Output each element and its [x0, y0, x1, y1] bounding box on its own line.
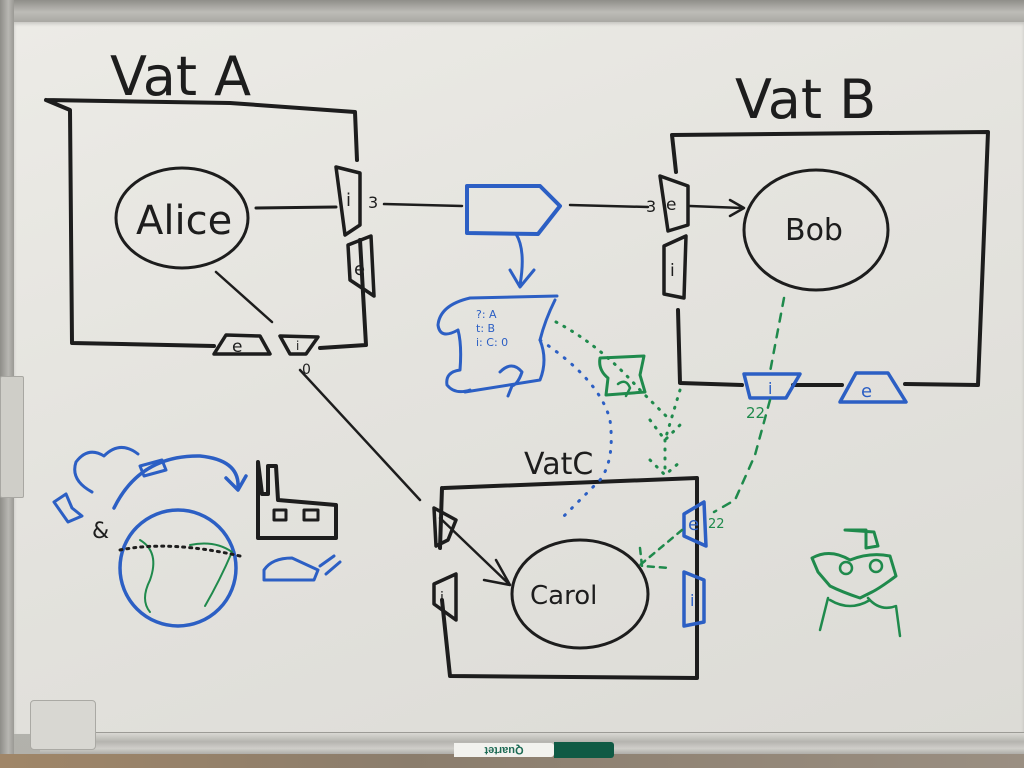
- svg-text:e: e: [232, 337, 242, 357]
- vat-c-title: VatC: [524, 447, 593, 482]
- scroll-to-carol-dotted-green: [554, 320, 682, 477]
- factory-icon: [256, 460, 338, 540]
- whiteboard-mount-clip: [0, 376, 24, 498]
- svg-text:e: e: [861, 381, 872, 402]
- goblin-face: [810, 552, 898, 600]
- vat-b-export-table-bottom[interactable]: e: [838, 371, 908, 404]
- vat-a-title: Vat A: [110, 45, 251, 108]
- bob-label: Bob: [785, 213, 843, 248]
- satellite-icon: [138, 458, 168, 478]
- vat-c-import-table-right[interactable]: i: [682, 570, 706, 628]
- goblin-body: [818, 596, 902, 638]
- vat-b-import-table-bottom[interactable]: i: [742, 372, 802, 400]
- floor-background: [0, 754, 1024, 768]
- export-to-bob-arrow: [688, 198, 746, 218]
- orbit-arrow-icon: [112, 454, 248, 510]
- svg-text:e: e: [354, 259, 365, 280]
- vat-a-export-table-bottom[interactable]: e: [212, 333, 272, 357]
- globe-doodle: &: [52, 446, 342, 628]
- vat-c: VatC Carol i e 22 i: [298, 368, 772, 680]
- globe-icon: [118, 508, 238, 628]
- handoff-message[interactable]: [382, 184, 650, 289]
- vat-c-import-table-left[interactable]: i: [432, 572, 458, 622]
- goblin-doodle: [810, 528, 902, 638]
- vat-c-export-table-left[interactable]: [432, 506, 458, 548]
- scroll-to-carol-dotted-blue: [538, 338, 613, 522]
- ampersand-label: &: [92, 519, 109, 544]
- carol-label: Carol: [530, 581, 597, 611]
- alice-to-import-line: [254, 205, 338, 210]
- vat-b-box: [670, 130, 990, 387]
- message-envelope-icon: [465, 184, 562, 236]
- alice-bottom-index: 0: [302, 362, 311, 378]
- cloud-icon: [73, 446, 140, 494]
- certificate-scroll[interactable]: ?: A t: B i: C: 0: [436, 294, 559, 398]
- route-dotted: [118, 544, 242, 558]
- bob-export-index: 3: [646, 197, 656, 216]
- vat-a-import-table-right[interactable]: i: [334, 165, 362, 237]
- top-hat-icon: [843, 528, 880, 550]
- carol-object[interactable]: [510, 538, 650, 650]
- car-icon: [262, 554, 342, 582]
- marker-cap: [554, 742, 614, 758]
- message-to-scroll-arrow: [508, 232, 536, 289]
- vat-b-export-table-left[interactable]: e: [658, 174, 690, 233]
- vat-b-import-table-left[interactable]: i: [662, 234, 688, 300]
- vat-b-title: Vat B: [735, 68, 876, 131]
- carol-export-index: 22: [708, 517, 725, 532]
- alice-import-index: 3: [368, 193, 378, 212]
- green-marker[interactable]: Quartet: [454, 742, 614, 758]
- vat-a-export-table-right[interactable]: e: [346, 234, 376, 298]
- message-out-line: [568, 203, 650, 209]
- bob-import-to-carol-export-dashed: [712, 398, 772, 514]
- svg-text:i: i: [670, 261, 675, 281]
- svg-text:i: i: [440, 590, 444, 606]
- scroll-line-1: ?: A: [476, 308, 497, 321]
- alice-to-carol-arrow: [298, 368, 512, 587]
- whiteboard-top-rail: [0, 0, 1024, 22]
- alice-object[interactable]: [114, 166, 250, 270]
- vat-c-export-table-right[interactable]: e: [682, 500, 708, 548]
- alice-to-bottom-line: [214, 270, 274, 324]
- svg-text:i: i: [296, 339, 299, 353]
- person-icon: [52, 492, 84, 524]
- scroll-line-2: t: B: [476, 322, 495, 335]
- whiteboard-corner-bracket: [30, 700, 96, 750]
- message-in-line: [382, 202, 464, 208]
- vat-a-import-table-bottom[interactable]: i: [278, 334, 320, 356]
- continents: [139, 539, 233, 613]
- alice-label: Alice: [136, 198, 232, 244]
- svg-text:i: i: [346, 190, 351, 211]
- svg-text:i: i: [768, 379, 772, 398]
- vat-a: Vat A Alice i 3 e e i 0: [44, 45, 378, 378]
- svg-text:e: e: [666, 195, 676, 215]
- vat-a-box: [44, 98, 368, 350]
- svg-text:i: i: [690, 591, 694, 610]
- export-to-carol-dashed-arrow: [638, 528, 684, 570]
- bob-object[interactable]: [742, 168, 890, 292]
- green-scroll-icon: [598, 354, 647, 398]
- bob-bottom-index: 22: [746, 404, 765, 422]
- svg-text:e: e: [688, 514, 699, 535]
- vat-b: Vat B Bob 3 e i i 22 e: [646, 68, 990, 422]
- scroll-line-3: i: C: 0: [476, 336, 508, 349]
- bob-to-import-dashed: [768, 296, 786, 374]
